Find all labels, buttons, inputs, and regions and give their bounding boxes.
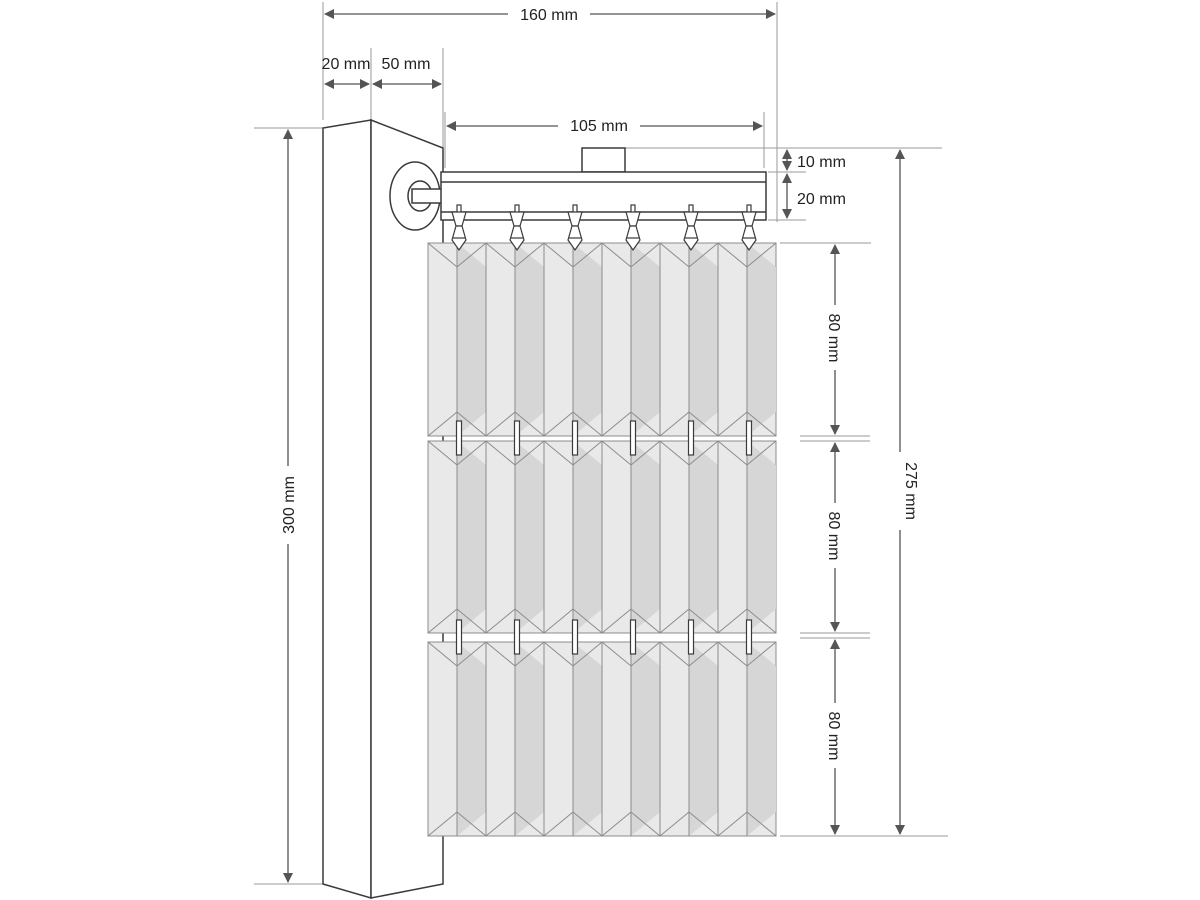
panel-clip-2-2 [513, 619, 521, 655]
rail-hanger-5 [683, 204, 699, 252]
label-total-depth: 160 mm [520, 7, 578, 24]
panel-clip-2-3 [571, 619, 579, 655]
panel-clip-2-1 [455, 619, 463, 655]
label-blind-height: 275 mm [902, 462, 919, 520]
label-rail-height: 20 mm [797, 191, 846, 208]
label-bracket-depth: 50 mm [382, 56, 431, 73]
label-rail-width: 105 mm [570, 118, 628, 135]
extension-lines [254, 2, 948, 885]
rail-hanger-2 [509, 204, 525, 252]
fabric-panel-row-2 [427, 440, 777, 634]
fabric-panel-row-1 [427, 242, 777, 437]
panel-clip-1-2 [513, 420, 521, 456]
label-rail-top: 10 mm [797, 154, 846, 171]
panel-clip-1-4 [629, 420, 637, 456]
panel-clip-1-5 [687, 420, 695, 456]
label-panel-height-1: 80 mm [825, 314, 842, 363]
panel-clip-2-5 [687, 619, 695, 655]
fabric-panel-row-3 [427, 641, 777, 837]
rail-hanger-4 [625, 204, 641, 252]
panel-clip-2-6 [745, 619, 753, 655]
label-wall-offset: 20 mm [322, 56, 371, 73]
rail-hanger-1 [451, 204, 467, 252]
rail-hanger-6 [741, 204, 757, 252]
panel-clip-2-4 [629, 619, 637, 655]
fabric-panels [427, 242, 777, 837]
panel-clip-1-6 [745, 420, 753, 456]
label-wall-height: 300 mm [281, 476, 298, 534]
dimension-labels: 160 mm 20 mm 50 mm 105 mm 10 mm 20 mm 30… [281, 7, 919, 760]
panel-clip-1-3 [571, 420, 579, 456]
dimension-lines [283, 9, 905, 883]
label-panel-height-2: 80 mm [825, 512, 842, 561]
headrail [440, 147, 767, 221]
panel-clips [455, 420, 753, 655]
bracket-mount [389, 161, 443, 231]
wall-panel [322, 118, 444, 899]
rail-hangers [451, 204, 757, 252]
label-panel-height-3: 80 mm [825, 712, 842, 761]
panel-clip-1-1 [455, 420, 463, 456]
rail-hanger-3 [567, 204, 583, 252]
